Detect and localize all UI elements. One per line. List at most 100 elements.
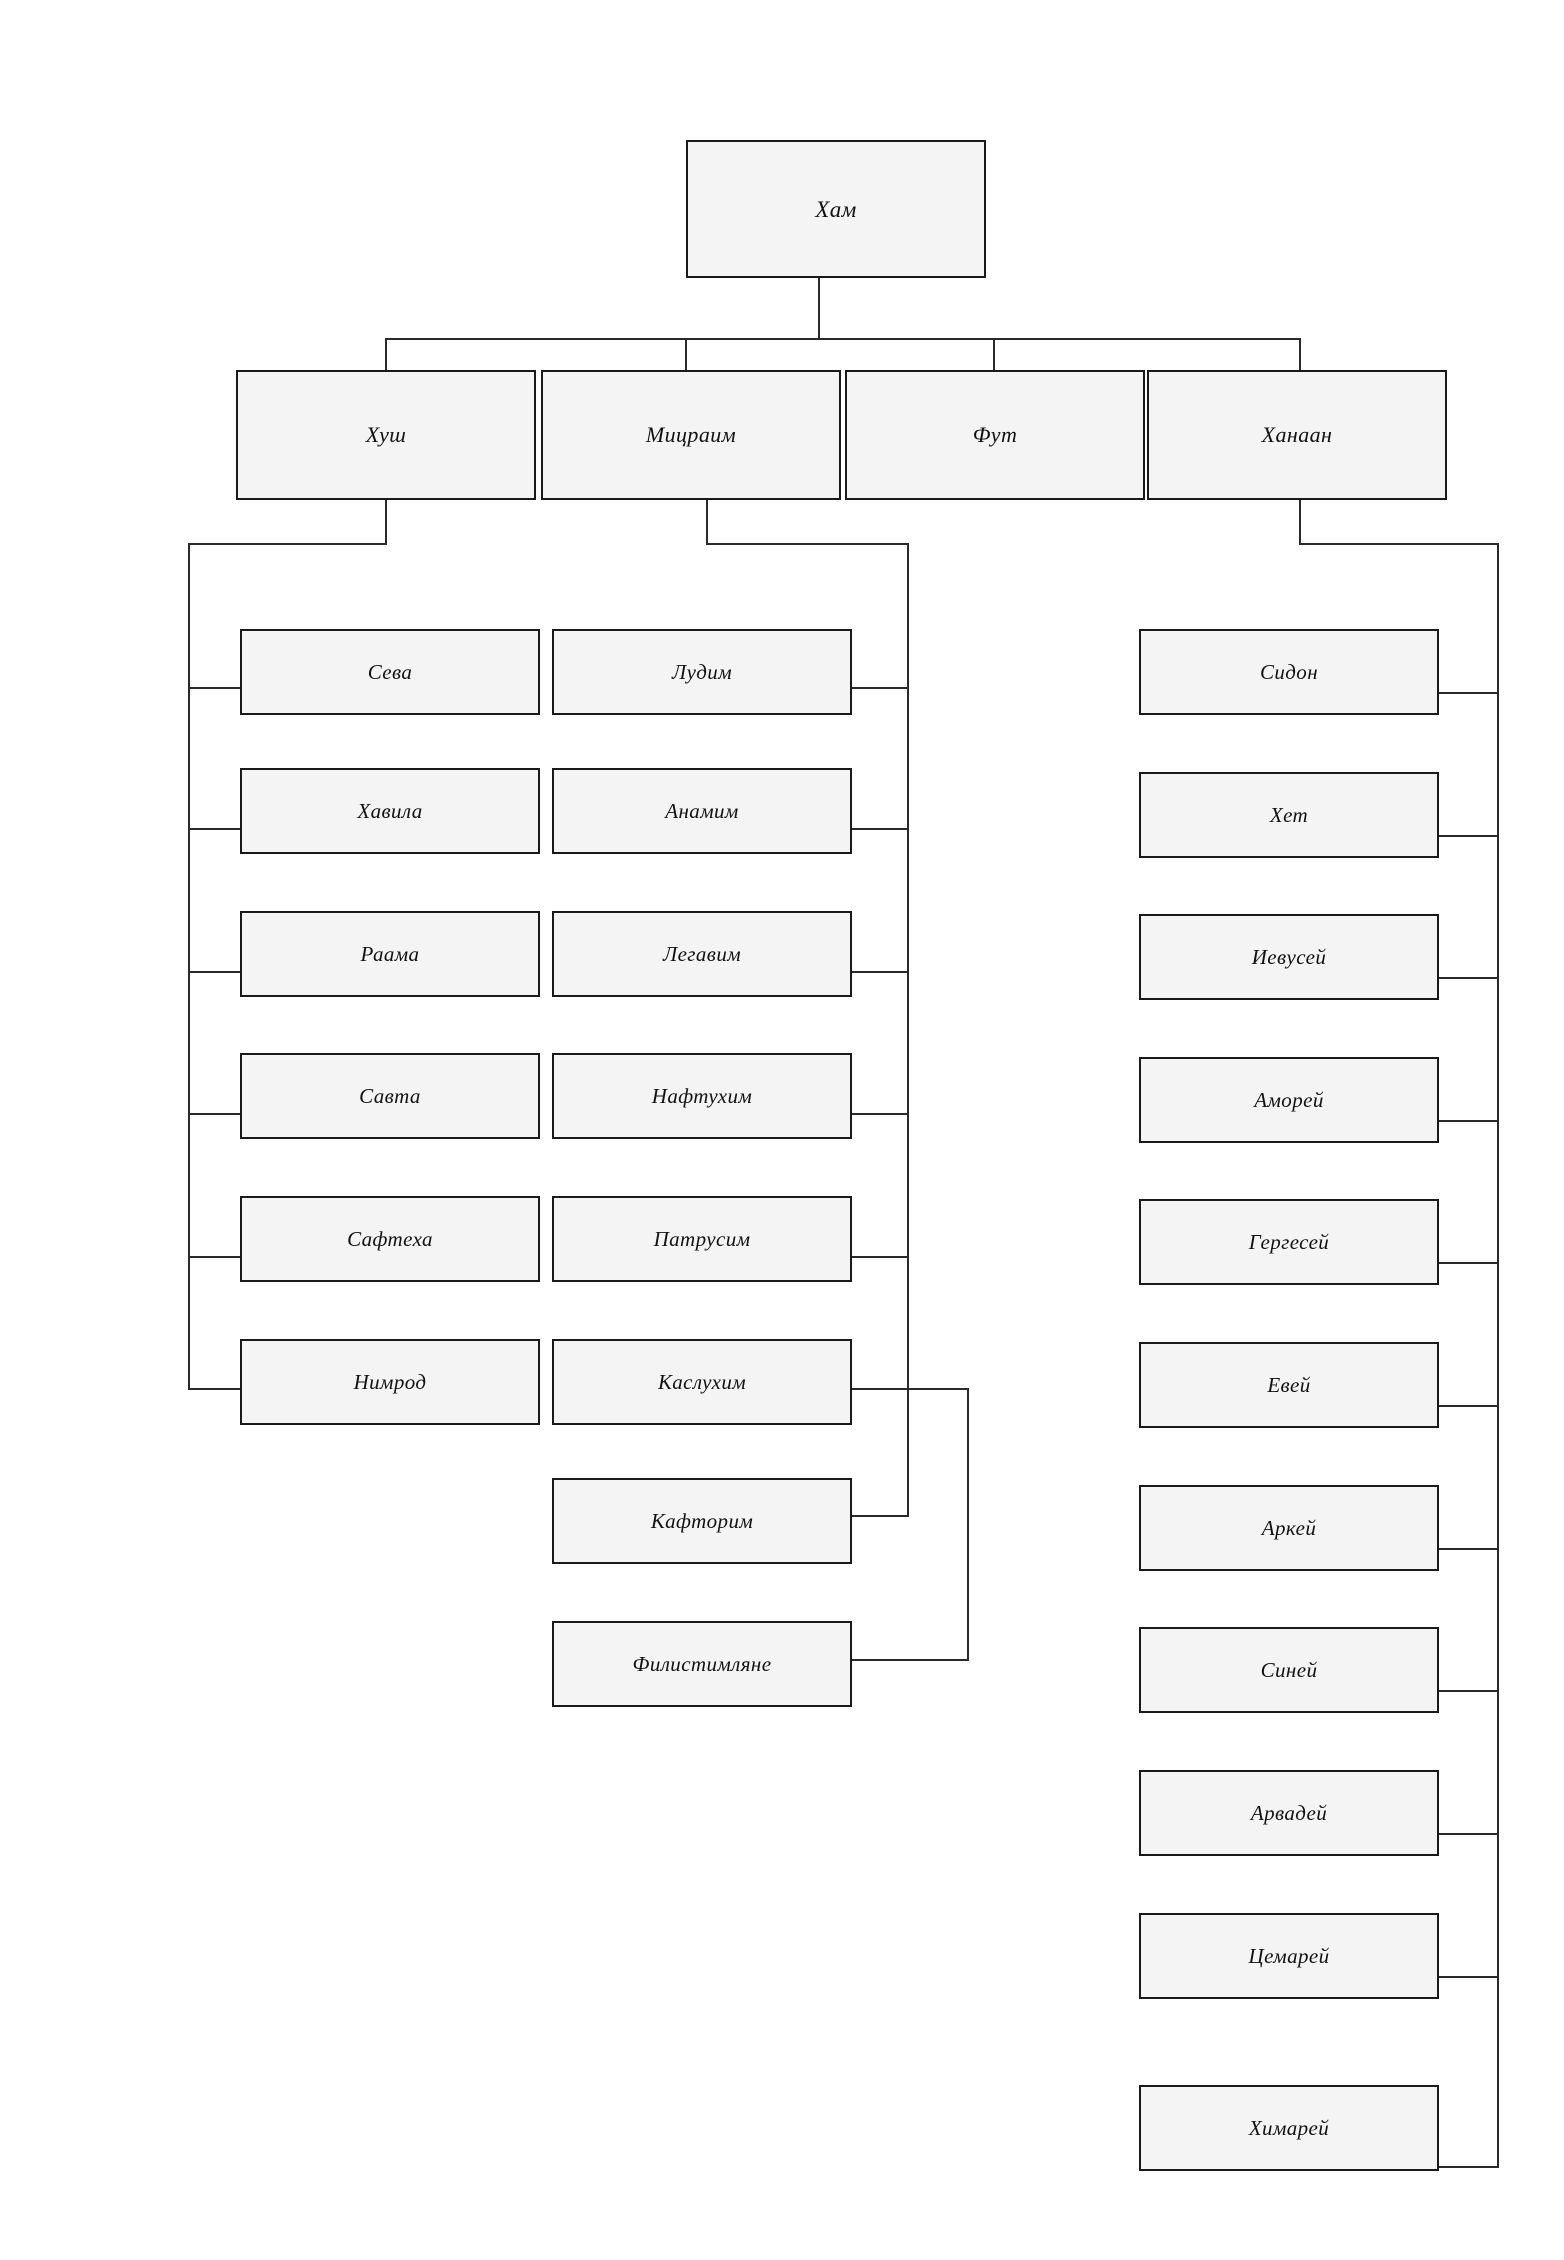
node-amorey[interactable]: Аморей [1139,1057,1439,1143]
node-gergesey[interactable]: Гергесей [1139,1199,1439,1285]
node-label: Синей [1260,1657,1318,1682]
connector-kush-child-4 [188,1113,242,1115]
connector-canaan-child-5 [1437,1262,1499,1264]
connector-gen2-bus [385,338,1301,340]
node-arkey[interactable]: Аркей [1139,1485,1439,1571]
node-label: Нафтухим [651,1083,753,1108]
connector-kasluhim-branch-bus [967,1388,969,1661]
node-tsemarey[interactable]: Цемарей [1139,1913,1439,1999]
connector-canaan-child-3 [1437,977,1499,979]
node-kaftorim[interactable]: Кафторим [552,1478,852,1564]
node-label: Аркей [1261,1515,1317,1540]
node-patrusim[interactable]: Патрусим [552,1196,852,1282]
node-mizraim[interactable]: Мицраим [541,370,841,500]
node-yevusey[interactable]: Иевусей [1139,914,1439,1000]
connector-mizraim-child-5 [852,1256,909,1258]
connector-drop-kush [385,338,387,372]
node-label: Нимрод [353,1369,427,1394]
node-label: Евей [1267,1372,1311,1397]
connector-kush-child-6 [188,1388,242,1390]
node-label: Фут [972,422,1018,447]
connector-canaan-bus [1497,543,1499,2168]
node-label: Аморей [1254,1087,1324,1112]
node-naftuhim[interactable]: Нафтухим [552,1053,852,1139]
node-ham[interactable]: Хам [686,140,986,278]
node-ludim[interactable]: Лудим [552,629,852,715]
connector-mizraim-child-3 [852,971,909,973]
connector-canaan-child-9 [1437,1833,1499,1835]
node-label: Мицраим [645,422,737,447]
node-arvadey[interactable]: Арвадей [1139,1770,1439,1856]
connector-kush-stem [385,500,387,544]
connector-canaan-child-6 [1437,1405,1499,1407]
node-siney[interactable]: Синей [1139,1627,1439,1713]
connector-drop-mizraim [685,338,687,372]
node-label: Гергесей [1248,1229,1330,1254]
node-label: Химарей [1248,2115,1330,2140]
node-label: Хуш [365,422,407,447]
node-label: Патрусим [653,1226,751,1251]
node-label: Анамим [665,798,739,823]
node-label: Лудим [671,659,732,684]
connector-philistines-stub [852,1659,969,1661]
connector-canaan-child-7 [1437,1548,1499,1550]
connector-kush-child-2 [188,828,242,830]
node-raama[interactable]: Раама [240,911,540,997]
node-anamim[interactable]: Анамим [552,768,852,854]
connector-canaan-stem [1299,500,1301,544]
node-label: Сафтеха [347,1226,433,1251]
connector-mizraim-stem [706,500,708,544]
node-kush[interactable]: Хуш [236,370,536,500]
connector-canaan-child-11 [1437,2166,1499,2168]
connector-mizraim-child-2 [852,828,909,830]
node-label: Ханаан [1261,422,1333,447]
connector-drop-put [993,338,995,372]
node-label: Иевусей [1251,944,1327,969]
connector-mizraim-child-7 [852,1515,909,1517]
connector-canaan-turn [1299,543,1499,545]
node-label: Каслухим [657,1369,747,1394]
node-kasluhim[interactable]: Каслухим [552,1339,852,1425]
connector-mizraim-child-4 [852,1113,909,1115]
node-label: Хавила [357,798,423,823]
connector-canaan-child-10 [1437,1976,1499,1978]
connector-drop-canaan [1299,338,1301,372]
node-label: Легавим [662,941,742,966]
connector-kush-child-3 [188,971,242,973]
connector-mizraim-bus [907,543,909,1516]
node-label: Арвадей [1250,1800,1328,1825]
node-safteha[interactable]: Сафтеха [240,1196,540,1282]
node-label: Хет [1269,802,1309,827]
connector-kush-bus [188,543,190,1390]
node-himarey[interactable]: Химарей [1139,2085,1439,2171]
connector-kush-child-5 [188,1256,242,1258]
node-het[interactable]: Хет [1139,772,1439,858]
node-havila[interactable]: Хавила [240,768,540,854]
node-savta[interactable]: Савта [240,1053,540,1139]
node-put[interactable]: Фут [845,370,1145,500]
connector-mizraim-turn [706,543,909,545]
node-label: Раама [360,941,420,966]
connector-mizraim-child-1 [852,687,909,689]
connector-kush-child-1 [188,687,242,689]
connector-canaan-child-4 [1437,1120,1499,1122]
connector-canaan-child-8 [1437,1690,1499,1692]
node-label: Хам [815,196,857,222]
node-legavim[interactable]: Легавим [552,911,852,997]
connector-root-stem [818,278,820,340]
connector-kush-turn [188,543,387,545]
node-canaan[interactable]: Ханаан [1147,370,1447,500]
node-sidon[interactable]: Сидон [1139,629,1439,715]
node-label: Савта [359,1083,421,1108]
node-label: Сидон [1259,659,1319,684]
node-philistines[interactable]: Филистимляне [552,1621,852,1707]
node-label: Кафторим [650,1508,754,1533]
node-label: Цемарей [1248,1943,1330,1968]
node-label: Филистимляне [632,1651,772,1676]
node-evey[interactable]: Евей [1139,1342,1439,1428]
node-seva[interactable]: Сева [240,629,540,715]
connector-canaan-child-2 [1437,835,1499,837]
node-label: Сева [367,659,413,684]
node-nimrod[interactable]: Нимрод [240,1339,540,1425]
